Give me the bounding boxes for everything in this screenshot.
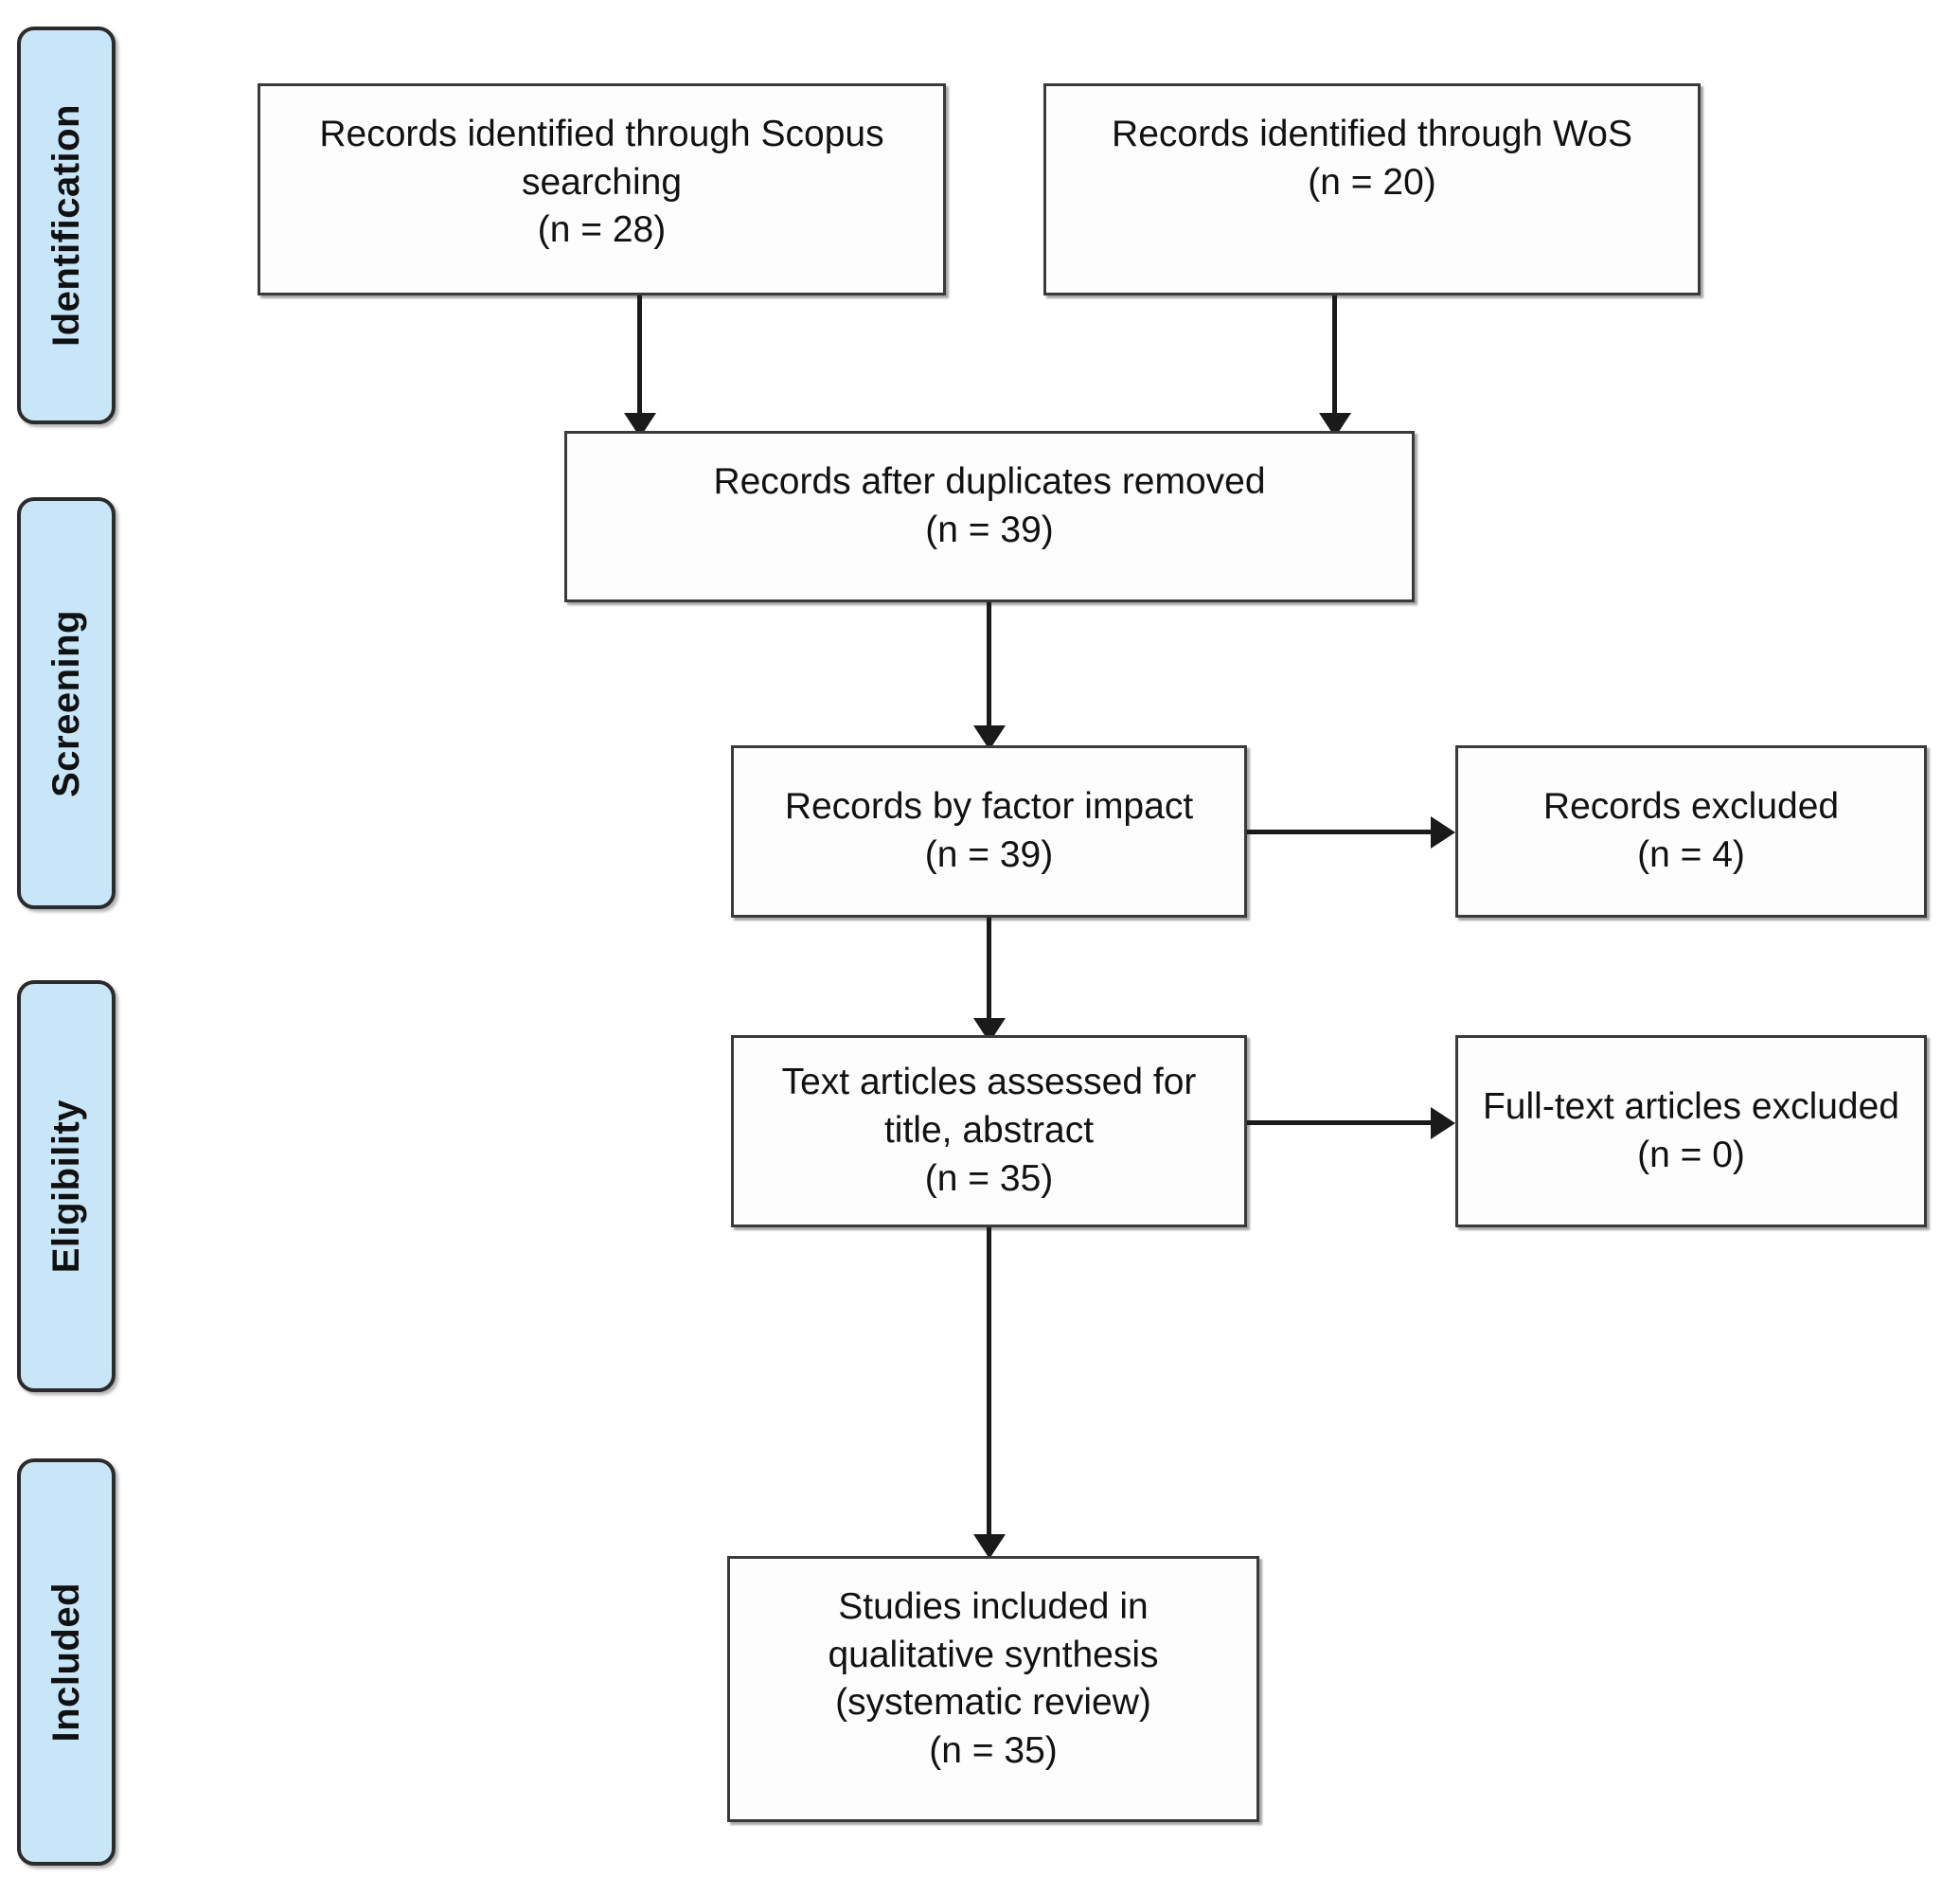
box-records-after-duplicates-removed[interactable]: Records after duplicates removed (n = 39… [564, 431, 1415, 602]
box-records-identified-wos-text: Records identified through WoS (n = 20) [1112, 114, 1632, 203]
box-records-excluded-text: Records excluded (n = 4) [1542, 786, 1840, 875]
stage-tab-included[interactable]: Included [17, 1458, 116, 1866]
box-text-articles-assessed-text: Text articles assessed for title, abstra… [781, 1062, 1197, 1199]
stage-tab-identification-label: Identification [45, 104, 87, 347]
connector-factor-impact-to-text-articles [972, 918, 1006, 1043]
box-records-by-factor-impact[interactable]: Records by factor impact (n = 39) [731, 745, 1247, 918]
box-records-after-duplicates-removed-text: Records after duplicates removed (n = 39… [713, 461, 1266, 550]
connector-text-articles-to-fulltext-excluded [1247, 1106, 1455, 1139]
box-studies-included-text: Studies included in qualitative synthesi… [828, 1586, 1159, 1772]
connector-text-articles-to-studies-included [972, 1227, 1006, 1559]
box-full-text-articles-excluded-text: Full-text articles excluded (n = 0) [1482, 1085, 1899, 1175]
box-studies-included[interactable]: Studies included in qualitative synthesi… [727, 1556, 1259, 1822]
stage-tab-identification[interactable]: Identification [17, 27, 116, 424]
box-text-articles-assessed[interactable]: Text articles assessed for title, abstra… [731, 1035, 1247, 1227]
stage-tab-eligibility-label: Eligibility [45, 1099, 87, 1274]
box-records-by-factor-impact-text: Records by factor impact (n = 39) [784, 786, 1194, 875]
box-records-identified-scopus[interactable]: Records identified through Scopus search… [258, 83, 946, 295]
box-full-text-articles-excluded[interactable]: Full-text articles excluded (n = 0) [1455, 1035, 1927, 1227]
connector-factor-impact-to-records-excluded [1247, 815, 1455, 849]
arrowhead-right-icon [1431, 815, 1455, 849]
box-records-identified-scopus-text: Records identified through Scopus search… [319, 114, 884, 251]
stage-tab-eligibility[interactable]: Eligibility [17, 980, 116, 1392]
box-records-identified-wos[interactable]: Records identified through WoS (n = 20) [1043, 83, 1701, 295]
stage-tab-screening[interactable]: Screening [17, 497, 116, 909]
box-records-excluded[interactable]: Records excluded (n = 4) [1455, 745, 1927, 918]
connector-duplicates-to-factor-impact [972, 602, 1006, 750]
connector-scopus-to-duplicates [623, 295, 656, 438]
stage-tab-included-label: Included [45, 1582, 87, 1743]
arrowhead-down-icon [972, 1534, 1006, 1559]
stage-tab-screening-label: Screening [45, 609, 87, 797]
arrowhead-right-icon [1431, 1106, 1455, 1139]
connector-wos-to-duplicates [1318, 295, 1351, 438]
